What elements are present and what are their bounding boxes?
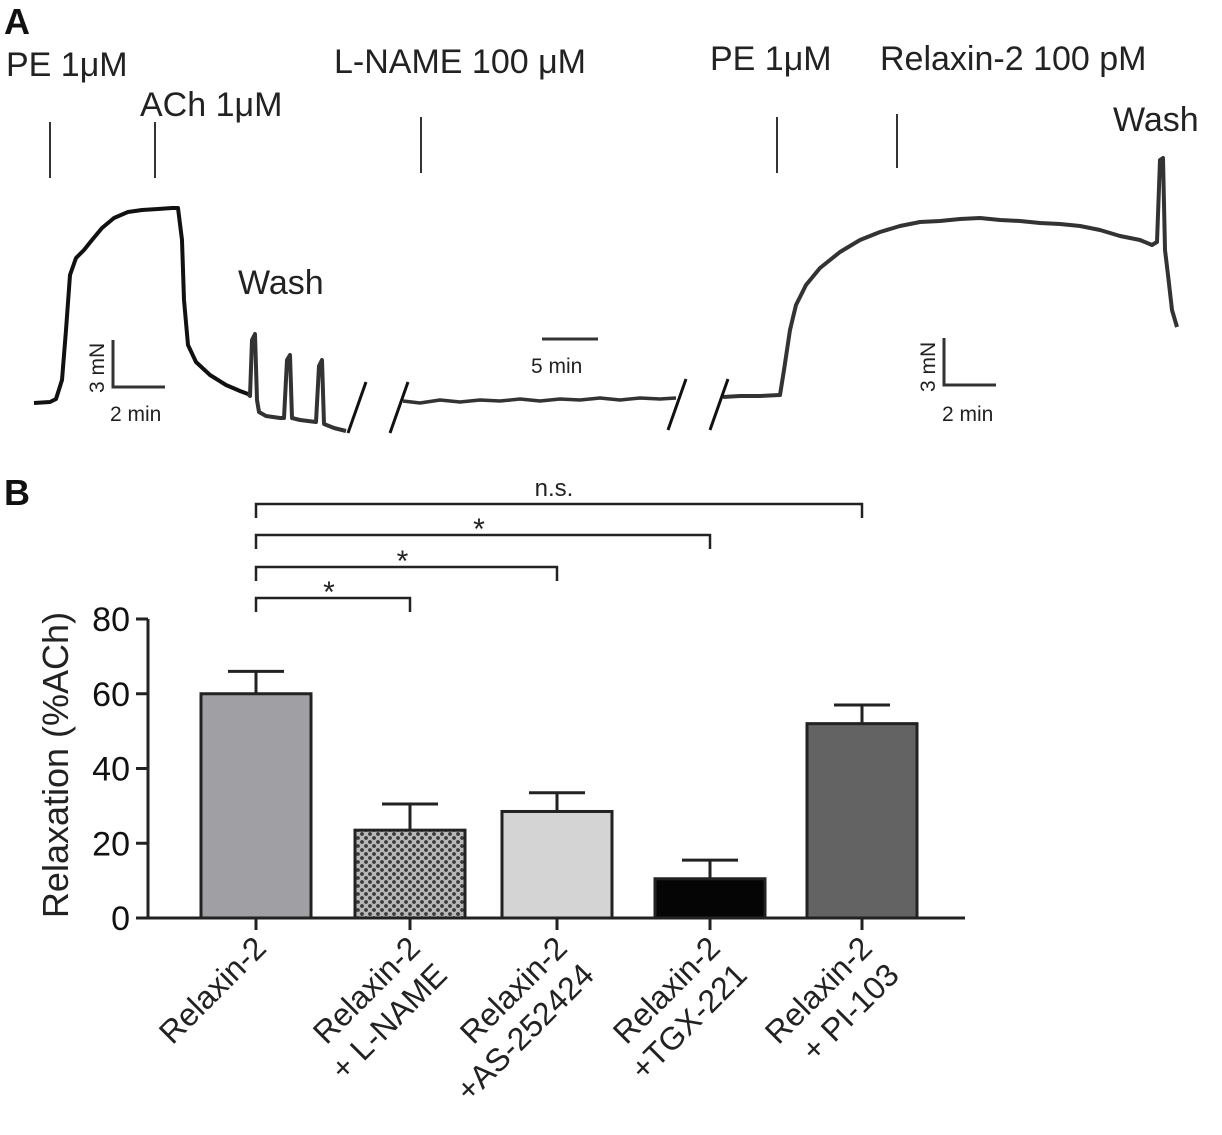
- significance-label: n.s.: [535, 475, 574, 502]
- panel-a-letter: A: [4, 1, 30, 42]
- break-mark: [388, 381, 410, 434]
- ach-annotation: ACh 1μM: [140, 86, 282, 124]
- significance-label: *: [473, 513, 485, 546]
- scalebar-left: 3 mN 2 min: [86, 340, 165, 426]
- break-mark: [346, 381, 368, 434]
- wash-annotation-1: Wash: [238, 264, 324, 302]
- pe-annotation-1: PE 1μM: [6, 46, 128, 84]
- bar: [653, 877, 767, 920]
- y-tick-label: 80: [92, 601, 130, 639]
- scalebar-mid-time: 5 min: [531, 355, 582, 378]
- bar: [199, 692, 313, 920]
- y-tick-label: 40: [92, 751, 130, 789]
- bar: [500, 809, 614, 920]
- significance-bracket: [254, 502, 864, 518]
- scalebar-right: 3 mN 2 min: [917, 338, 996, 426]
- bar: [353, 828, 467, 920]
- force-trace-2: [246, 332, 347, 433]
- scalebar-mid: 5 min: [531, 337, 598, 378]
- x-category-label: Relaxin-2+AS-252424: [422, 929, 601, 1108]
- force-trace-4: [722, 156, 1179, 399]
- y-tick-label: 20: [92, 825, 130, 863]
- significance-label: *: [323, 576, 335, 609]
- force-trace-3: [402, 396, 677, 405]
- lname-annotation: L-NAME 100 μM: [334, 43, 586, 81]
- panel-b-letter: B: [4, 472, 30, 513]
- bar: [805, 722, 919, 920]
- break-mark: [708, 378, 730, 431]
- y-tick-label: 0: [111, 900, 130, 938]
- x-category-label: Relaxin-2: [152, 929, 273, 1050]
- scalebar-right-force: 3 mN: [917, 342, 940, 392]
- x-category-label: Relaxin-2+TGX-221: [596, 929, 753, 1086]
- wash-annotation-2: Wash: [1113, 101, 1199, 139]
- significance-label: *: [397, 545, 409, 578]
- panel-a: A PE 1μM ACh 1μM Wash L-NAME 100 μM PE 1…: [4, 1, 1199, 434]
- pe-annotation-2: PE 1μM: [710, 40, 832, 78]
- significance-bracket: [254, 565, 559, 581]
- y-axis-label: Relaxation (%ACh): [35, 612, 76, 918]
- scalebar-left-time: 2 min: [110, 403, 161, 426]
- scalebar-right-time: 2 min: [942, 403, 993, 426]
- y-tick-label: 60: [92, 676, 130, 714]
- break-mark: [666, 378, 688, 431]
- significance-bracket: [254, 533, 712, 549]
- significance-bracket: [254, 596, 412, 612]
- x-category-label: Relaxin-2+ PI-103: [758, 929, 906, 1077]
- scalebar-left-force: 3 mN: [86, 343, 109, 393]
- x-category-label: Relaxin-2+ L-NAME: [296, 929, 453, 1086]
- relaxin-annotation: Relaxin-2 100 pM: [880, 40, 1146, 78]
- force-trace-1: [33, 206, 249, 405]
